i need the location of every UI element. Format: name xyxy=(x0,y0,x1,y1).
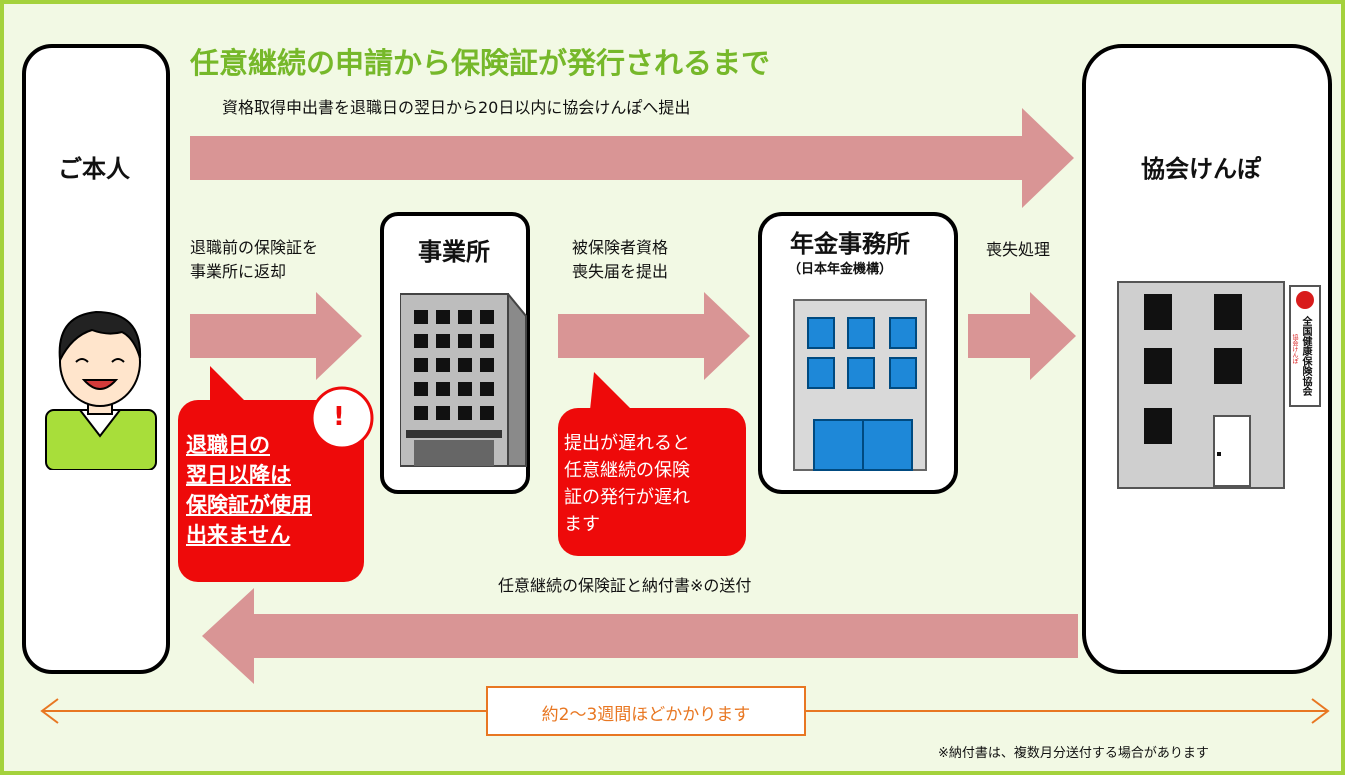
bottom-flow-label: 任意継続の保険証と納付書※の送付 xyxy=(498,576,752,595)
card-warning-bubble xyxy=(178,366,374,582)
kyokai-sign-text: 全国健康保険協会 xyxy=(1300,316,1311,396)
pension-office-building-illustration xyxy=(793,299,927,471)
diagram-title: 任意継続の申請から保険証が発行されるまで xyxy=(190,46,771,80)
loss-processing-label: 喪失処理 xyxy=(986,240,1051,259)
pension-office-sublabel: （日本年金機構） xyxy=(788,262,893,277)
footnote: ※納付書は、複数月分送付する場合があります xyxy=(938,746,1209,761)
return-card-label: 退職前の保険証を 事業所に返却 xyxy=(190,238,319,281)
kyokai-sign-small: 協会けんぽ xyxy=(1291,334,1298,364)
alert-mark: ! xyxy=(333,402,345,432)
kyokai-label: 協会けんぽ xyxy=(1141,155,1261,183)
duration-box xyxy=(486,686,806,736)
office-label: 事業所 xyxy=(418,238,490,266)
return-card-arrow xyxy=(190,292,362,380)
top-flow-label: 資格取得申出書を退職日の翌日から20日以内に協会けんぽへ提出 xyxy=(222,98,691,117)
pension-office-label: 年金事務所 xyxy=(790,230,910,258)
kyokai-building-illustration xyxy=(1117,281,1321,489)
delay-warning-bubble xyxy=(558,372,746,556)
office-building-illustration xyxy=(400,293,527,467)
bottom-flow-arrow xyxy=(202,588,1078,684)
card-warning-text: 退職日の 翌日以降は 保険証が使用 出来ません xyxy=(186,433,312,547)
duration-label: 約2～3週間ほどかかります xyxy=(541,705,751,725)
delay-warning-text: 提出が遅れると 任意継続の保険 証の発行が遅れ ます xyxy=(564,433,690,535)
person-label: ご本人 xyxy=(58,155,130,183)
loss-processing-arrow xyxy=(968,292,1076,380)
submit-loss-arrow xyxy=(558,292,750,380)
top-flow-arrow xyxy=(190,108,1074,208)
person-illustration xyxy=(45,310,157,470)
submit-loss-label: 被保険者資格 喪失届を提出 xyxy=(572,238,669,281)
